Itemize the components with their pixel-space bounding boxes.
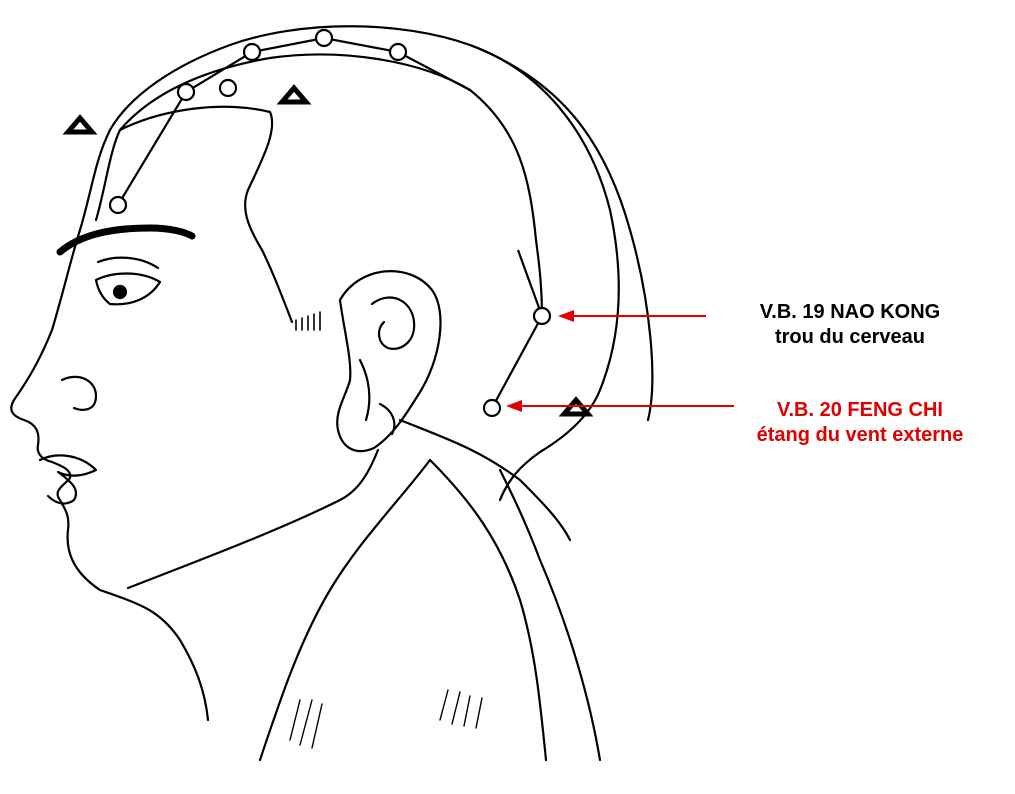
sideburn: [296, 312, 320, 330]
acupoint: [244, 44, 260, 60]
nose: [62, 377, 96, 410]
acupoint: [220, 80, 236, 96]
head-outline: [11, 26, 652, 720]
vb19-arrowhead: [558, 310, 574, 322]
pupil: [114, 286, 126, 298]
meridian-back-path: [492, 250, 542, 408]
acupoint: [110, 197, 126, 213]
vb19-translation: trou du cerveau: [700, 325, 1000, 350]
vb20-translation: étang du vent externe: [710, 423, 1010, 448]
acupoint-vb19: [534, 308, 550, 324]
vb20-arrowhead: [506, 400, 522, 412]
neck-muscle-back: [430, 460, 546, 760]
neck-muscle-front: [260, 460, 430, 760]
meridian-front-path: [118, 38, 470, 205]
triangle-marker: [68, 118, 92, 132]
neck-back-line: [500, 470, 600, 760]
neck-hatching: [290, 690, 482, 748]
lips: [40, 455, 96, 503]
occiput-line: [470, 45, 619, 500]
acupoint: [178, 84, 194, 100]
acupoint: [316, 30, 332, 46]
vb19-label: V.B. 19 NAO KONG trou du cerveau: [700, 300, 1000, 350]
eye-crease: [98, 258, 158, 268]
acupoint: [390, 44, 406, 60]
jawline: [128, 450, 378, 588]
vb20-label: V.B. 20 FENG CHI étang du vent externe: [710, 398, 1010, 448]
neck-contour: [400, 420, 570, 540]
vb19-code: V.B. 19 NAO KONG: [700, 300, 1000, 325]
acupoint-vb20: [484, 400, 500, 416]
eye: [96, 274, 160, 305]
triangle-marker: [282, 88, 306, 102]
vb20-code: V.B. 20 FENG CHI: [710, 398, 1010, 423]
